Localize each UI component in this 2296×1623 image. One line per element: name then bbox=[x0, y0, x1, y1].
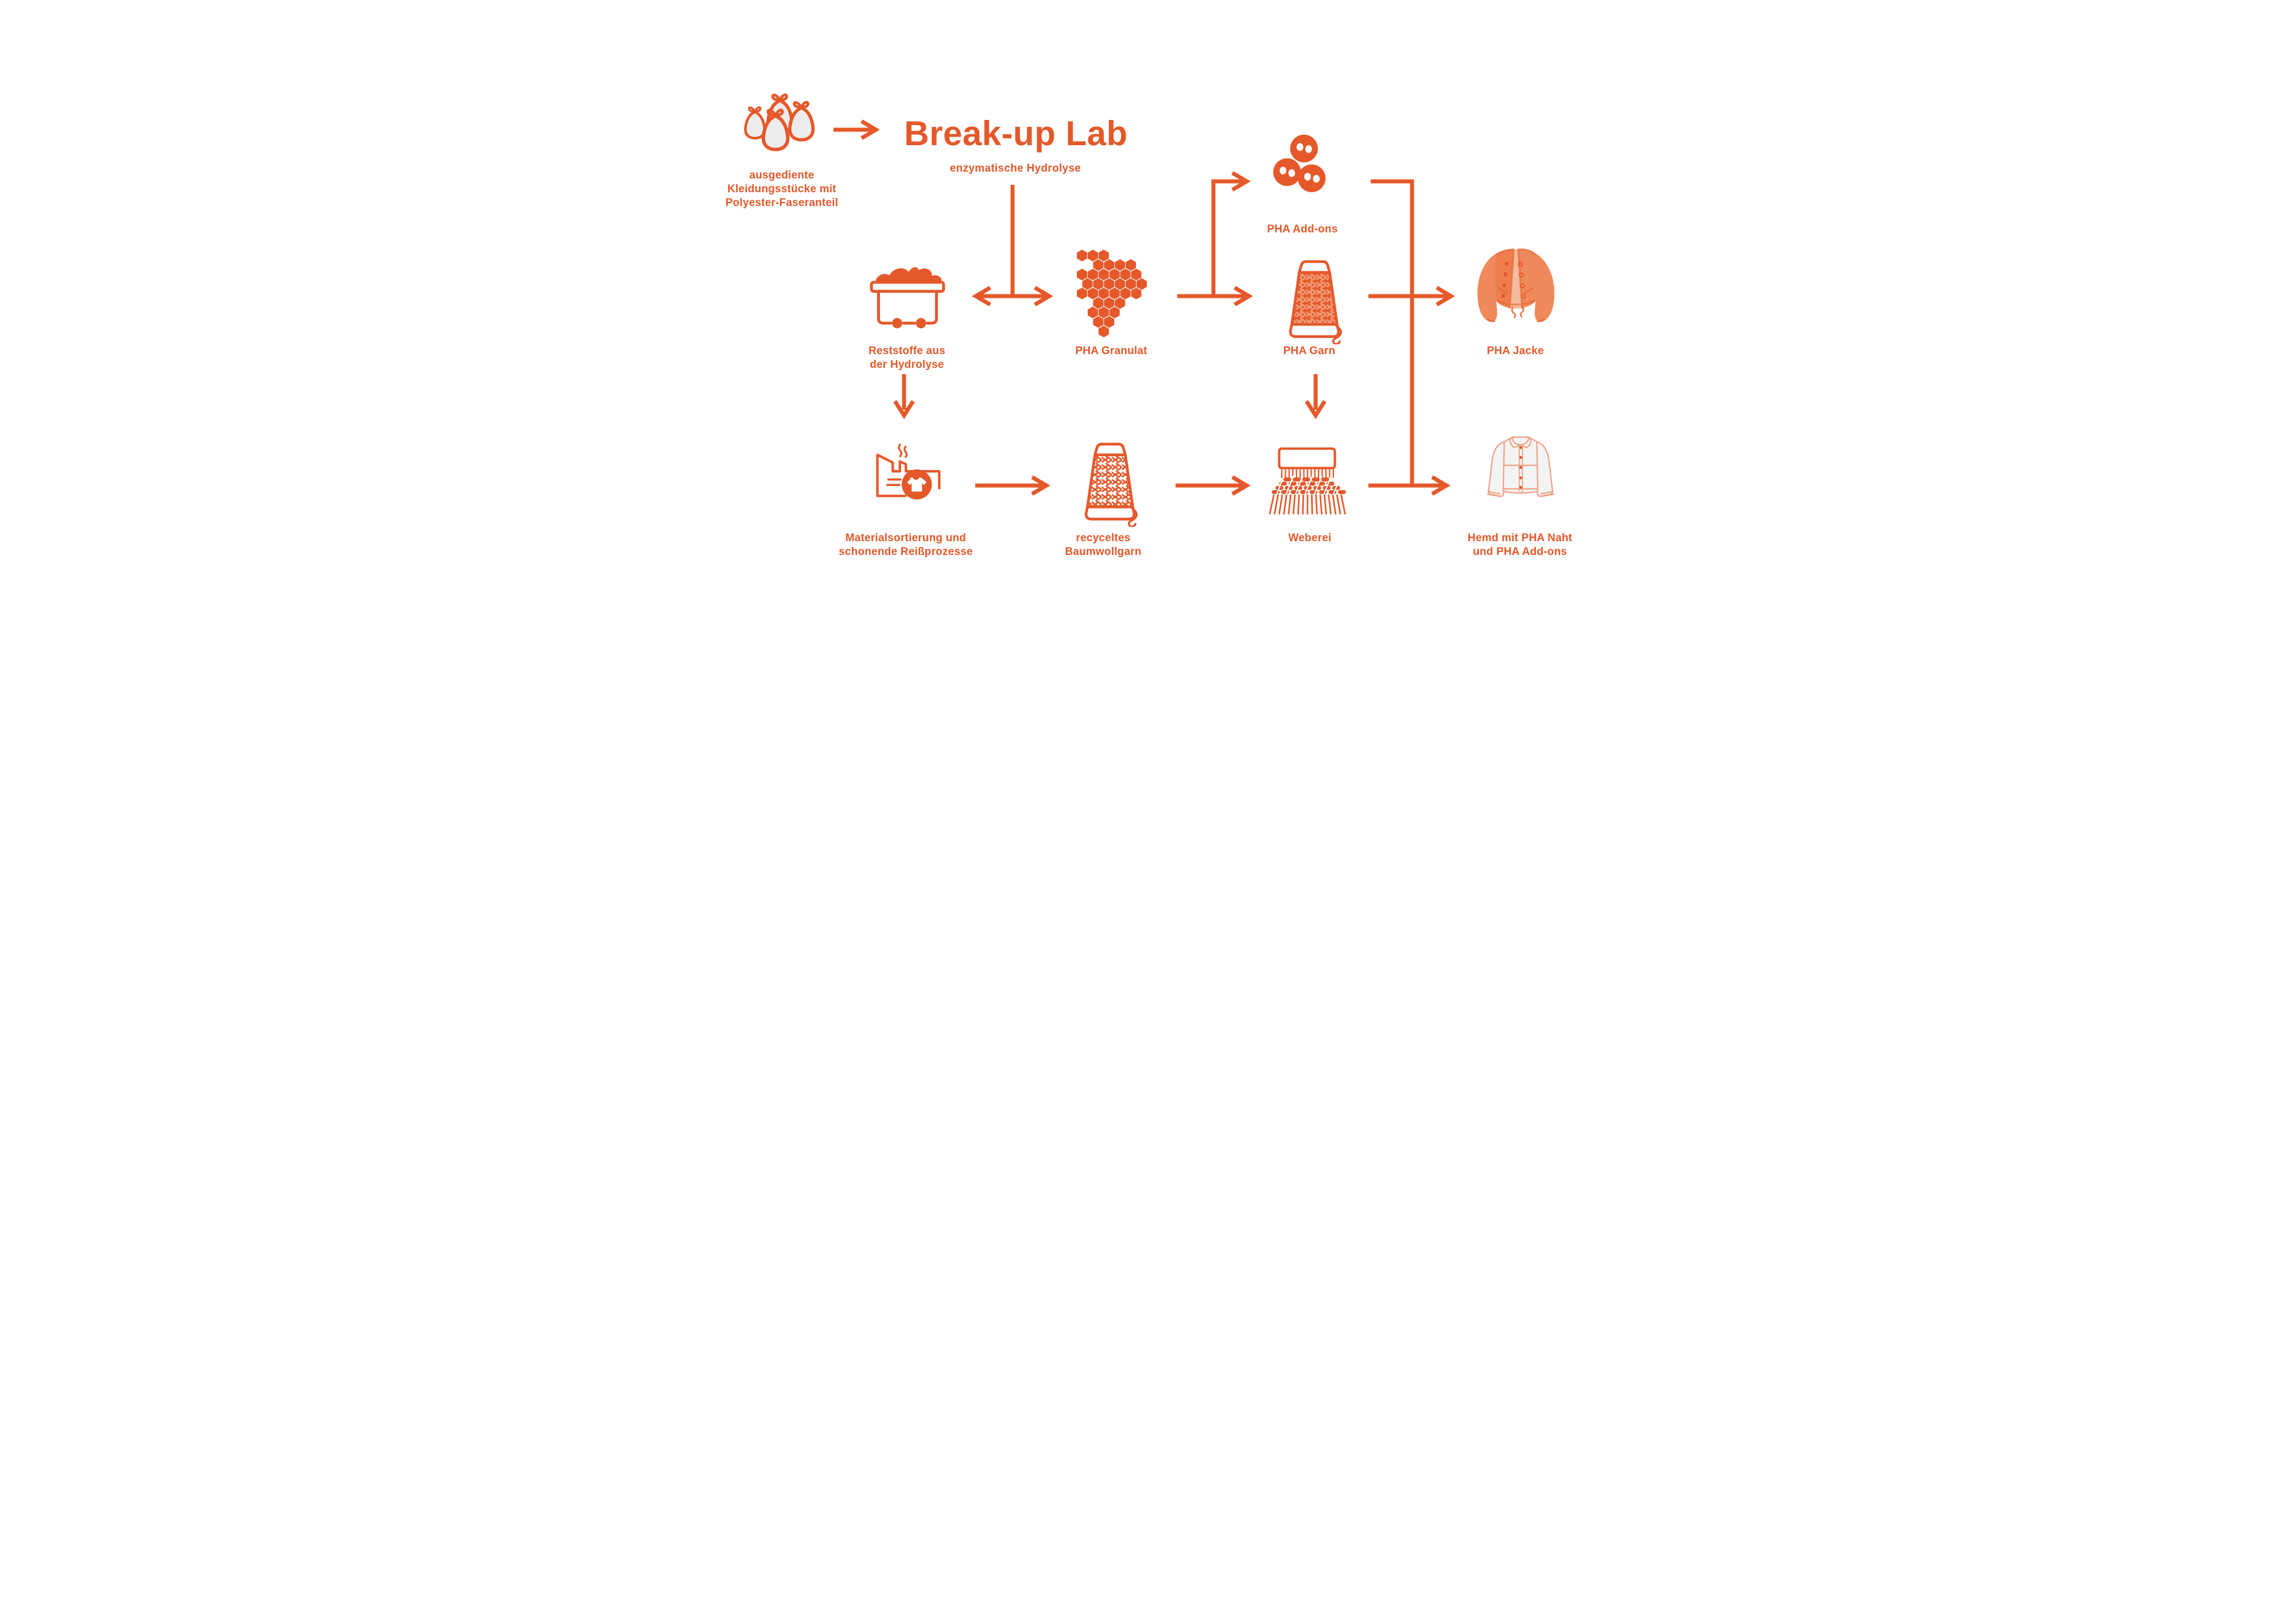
pha-granulat-label: PHA Granulat bbox=[1075, 345, 1147, 357]
source-label-line2: Kleidungsstücke mit bbox=[727, 183, 836, 195]
reststoffe-label: Reststoffe aus der Hydrolyse bbox=[868, 345, 945, 371]
weberei-label: Weberei bbox=[1288, 532, 1332, 544]
node-pha-addons bbox=[1272, 133, 1334, 201]
cotton-yarn-cone-icon bbox=[1084, 442, 1138, 527]
node-reststoffe bbox=[866, 262, 949, 336]
page-title: Break-up Lab bbox=[904, 114, 1128, 153]
hemd-label: Hemd mit PHA Naht und PHA Add-ons bbox=[1467, 532, 1573, 558]
source-label-line1: ausgediente bbox=[749, 169, 815, 181]
node-hemd bbox=[1479, 428, 1562, 507]
line-hydrolyse-branch bbox=[972, 185, 1053, 306]
granulate-hexagons-icon bbox=[1077, 250, 1147, 337]
materialsortierung-label: Materialsortierung und schonende Reißpro… bbox=[839, 532, 973, 558]
page-subtitle: enzymatische Hydrolyse bbox=[949, 162, 1081, 174]
node-pha-jacke bbox=[1472, 242, 1560, 333]
pha-garn-label: PHA Garn bbox=[1283, 345, 1336, 357]
loom-icon bbox=[1269, 447, 1346, 515]
arrow-sortierung-to-baumwollgarn bbox=[975, 475, 1050, 496]
arrow-branch-to-addons bbox=[1211, 171, 1251, 296]
factory-icon bbox=[876, 443, 941, 500]
arrow-garn-to-jacke bbox=[1368, 286, 1455, 306]
node-weberei bbox=[1269, 446, 1349, 515]
node-source-bags bbox=[739, 84, 820, 157]
process-flow-diagram: Break-up Lab enzymatische Hydrolyse ausg… bbox=[689, 0, 1607, 649]
source-label-line3: Polyester-Faseranteil bbox=[725, 197, 839, 209]
flow-arrows bbox=[833, 119, 1455, 496]
trash-bags-icon bbox=[739, 84, 820, 157]
shirt-icon bbox=[1487, 436, 1554, 498]
buttons-icon bbox=[1273, 134, 1326, 192]
line-addons-to-hemd bbox=[1371, 179, 1414, 486]
pha-jacke-label: PHA Jacke bbox=[1487, 345, 1544, 357]
pha-addons-label: PHA Add-ons bbox=[1267, 223, 1338, 235]
node-pha-granulat bbox=[1076, 249, 1148, 340]
node-materialsortierung bbox=[872, 438, 944, 503]
arrow-bags-to-breakup-lab bbox=[833, 119, 880, 140]
arrow-reststoffe-to-sortierung bbox=[893, 374, 915, 420]
node-pha-garn bbox=[1286, 258, 1343, 344]
jacket-icon bbox=[1477, 248, 1555, 323]
arrow-weberei-to-hemd bbox=[1368, 475, 1450, 496]
arrow-baumwollgarn-to-weberei bbox=[1176, 475, 1251, 496]
waste-cart-icon bbox=[870, 267, 945, 329]
baumwollgarn-label: recyceltes Baumwollgarn bbox=[1065, 532, 1142, 558]
yarn-cone-icon bbox=[1289, 260, 1342, 344]
source-label: ausgediente Kleidungsstücke mit Polyeste… bbox=[713, 169, 851, 210]
node-baumwollgarn bbox=[1081, 441, 1139, 527]
arrow-garn-to-weberei bbox=[1305, 374, 1327, 420]
